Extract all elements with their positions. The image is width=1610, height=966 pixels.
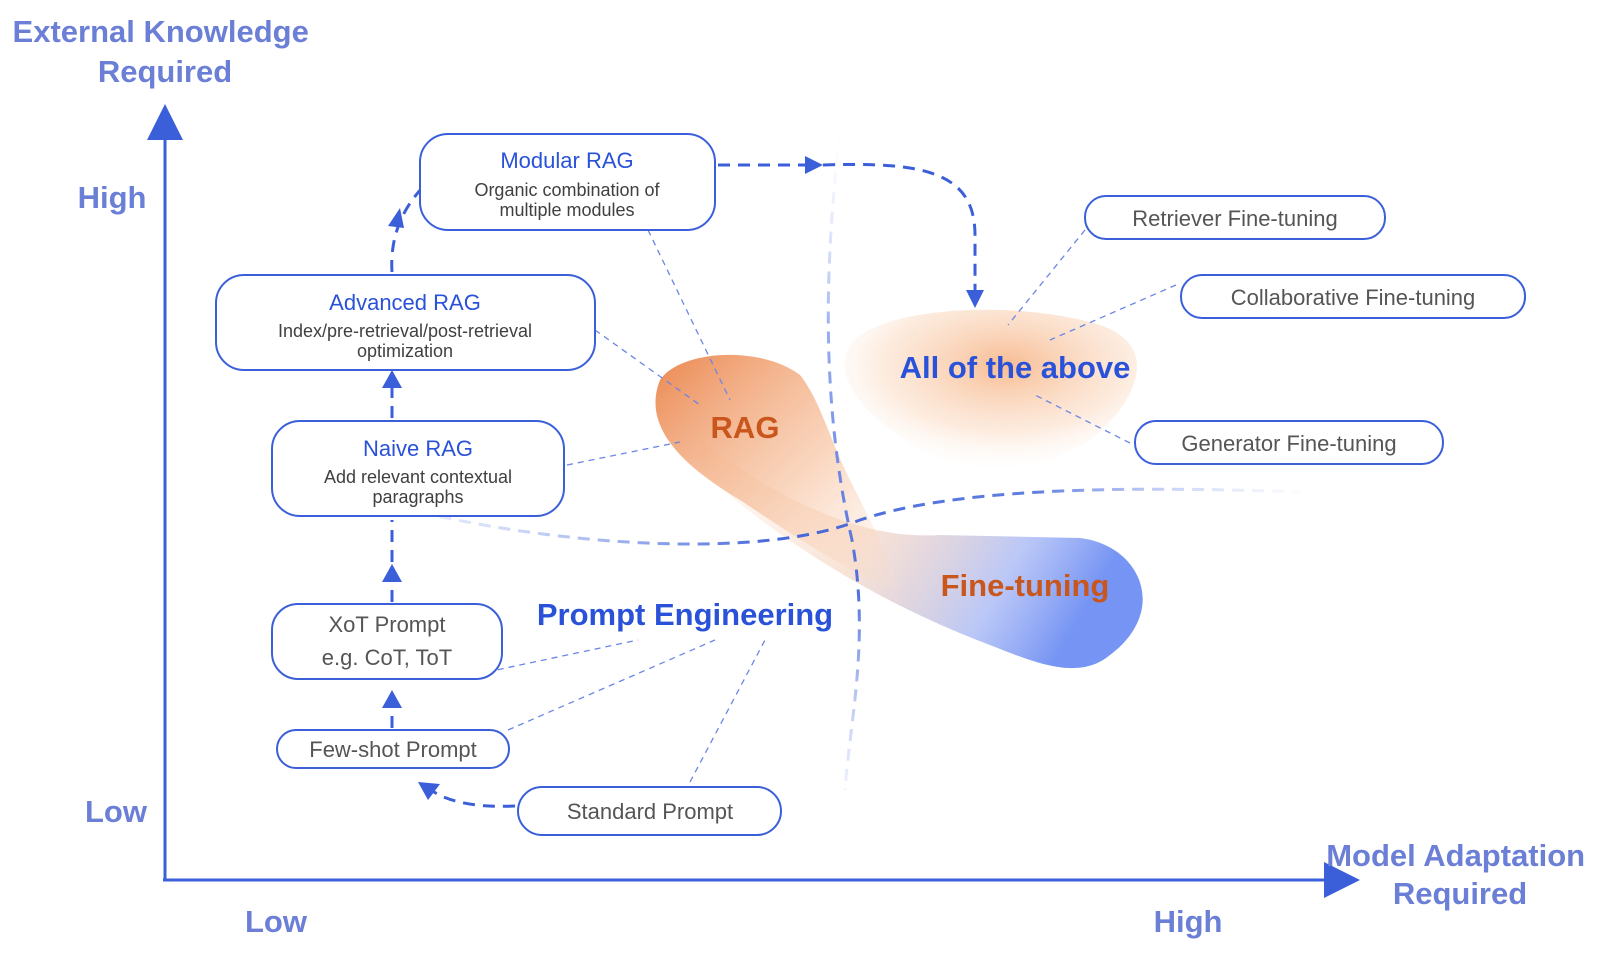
standard-prompt-label: Standard Prompt — [567, 799, 733, 824]
prompt-engineering-label: Prompt Engineering — [537, 597, 833, 632]
collaborative-fine-tuning-label: Collaborative Fine-tuning — [1231, 285, 1476, 310]
collaborative-fine-tuning-box[interactable]: Collaborative Fine-tuning — [1180, 274, 1526, 319]
advanced-rag-title: Advanced RAG — [329, 290, 481, 315]
retriever-fine-tuning-box[interactable]: Retriever Fine-tuning — [1084, 195, 1386, 240]
generator-fine-tuning-label: Generator Fine-tuning — [1181, 431, 1396, 456]
naive-rag-box[interactable]: Naive RAG Add relevant contextual paragr… — [271, 420, 565, 517]
x-high-label: High — [1154, 904, 1223, 939]
advanced-rag-desc-line2: optimization — [357, 341, 453, 361]
naive-rag-desc-line2: paragraphs — [372, 487, 463, 507]
rag-region — [655, 354, 900, 590]
connector-lines — [486, 229, 1177, 783]
fine-tuning-region — [700, 440, 1143, 669]
standard-prompt-box[interactable]: Standard Prompt — [517, 786, 782, 836]
all-of-the-above-label: All of the above — [900, 350, 1131, 385]
regions — [655, 309, 1143, 669]
modular-rag-title: Modular RAG — [500, 148, 633, 173]
generator-fine-tuning-box[interactable]: Generator Fine-tuning — [1134, 420, 1444, 465]
progression-arrows — [382, 156, 984, 808]
rag-label: RAG — [711, 410, 780, 445]
xot-prompt-line2: e.g. CoT, ToT — [322, 645, 452, 670]
xot-prompt-line1: XoT Prompt — [329, 612, 446, 637]
advanced-rag-box[interactable]: Advanced RAG Index/pre-retrieval/post-re… — [215, 274, 596, 371]
y-high-label: High — [78, 180, 147, 215]
modular-rag-desc-line1: Organic combination of — [474, 180, 660, 200]
modular-rag-box[interactable]: Modular RAG Organic combination of multi… — [419, 133, 716, 231]
horizontal-boundary-curve — [419, 487, 1301, 546]
vertical-boundary-curve — [826, 131, 861, 791]
few-shot-prompt-label: Few-shot Prompt — [309, 737, 477, 762]
x-axis-title: Model Adaptation Required — [1326, 838, 1594, 911]
retriever-fine-tuning-label: Retriever Fine-tuning — [1132, 206, 1337, 231]
few-shot-prompt-box[interactable]: Few-shot Prompt — [276, 729, 510, 769]
fine-tuning-label: Fine-tuning — [941, 568, 1110, 603]
advanced-rag-desc-line1: Index/pre-retrieval/post-retrieval — [278, 321, 532, 341]
all-of-the-above-region — [844, 309, 1138, 469]
xot-prompt-box[interactable]: XoT Prompt e.g. CoT, ToT — [271, 603, 503, 680]
naive-rag-desc-line1: Add relevant contextual — [324, 467, 512, 487]
naive-rag-title: Naive RAG — [363, 436, 473, 461]
y-axis-title: External Knowledge Required — [13, 14, 318, 89]
x-low-label: Low — [245, 904, 308, 939]
y-low-label: Low — [85, 794, 148, 829]
modular-rag-desc-line2: multiple modules — [499, 200, 634, 220]
